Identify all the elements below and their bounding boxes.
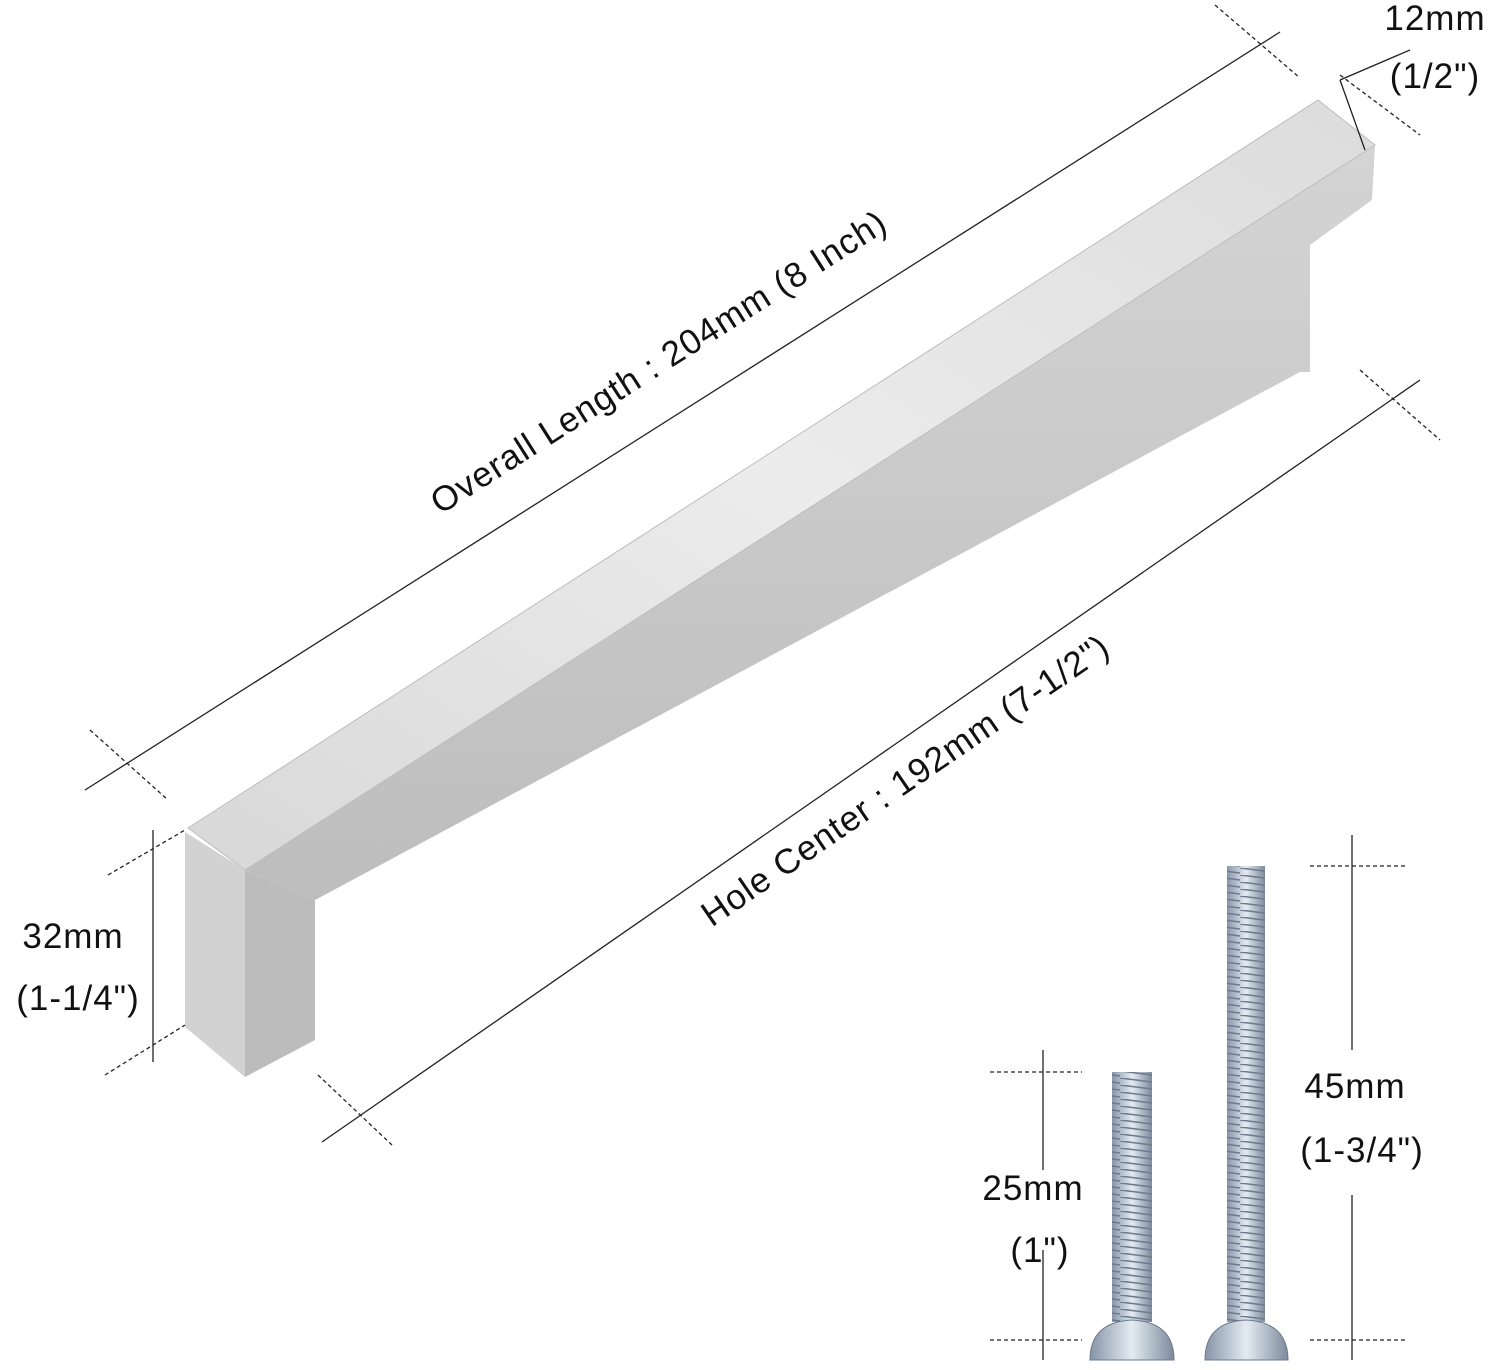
projection-inch: (1-1/4"): [16, 979, 140, 1018]
long-screw-inch: (1-3/4"): [1300, 1131, 1424, 1170]
long-screw-mm: 45mm: [1304, 1067, 1405, 1106]
long-screw: 45mm (1-3/4"): [1204, 835, 1424, 1361]
short-screw-inch: (1"): [1010, 1231, 1069, 1270]
left-leg-front: [185, 832, 245, 1077]
hole-center-label: Hole Center : 192mm (7-1/2"): [694, 627, 1117, 934]
short-screw-mm: 25mm: [982, 1169, 1083, 1208]
width-mm: 12mm: [1384, 0, 1485, 38]
projection-dimension: 32mm (1-1/4"): [16, 829, 186, 1076]
width-dimension: 12mm (1/2"): [1339, 0, 1485, 151]
short-screw: 25mm (1"): [982, 1050, 1175, 1361]
width-inch: (1/2"): [1390, 57, 1480, 96]
handle-bar-top: [187, 99, 1376, 871]
handle-bar-side: [245, 145, 1375, 900]
left-leg-side: [245, 870, 315, 1077]
cabinet-handle: [185, 99, 1376, 1077]
projection-mm: 32mm: [22, 917, 123, 956]
